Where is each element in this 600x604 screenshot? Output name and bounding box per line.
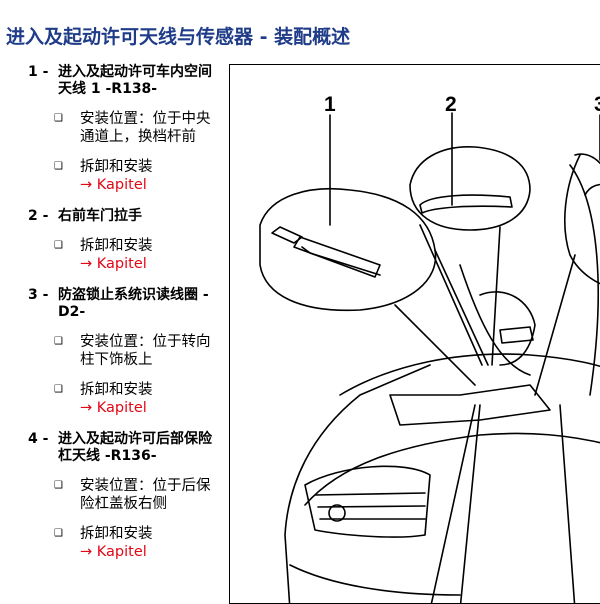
assembly-figure: 1 2 3 xyxy=(229,64,600,604)
seat-outline xyxy=(459,264,531,376)
item-number: 3 - xyxy=(28,287,49,303)
sub-item-text: 拆卸和安装 xyxy=(80,159,153,175)
detail-circle-reader-coil xyxy=(564,154,600,285)
square-bullet-icon: ❑ xyxy=(54,113,63,124)
item-title: 防盗锁止系统识读线圈 -D2- xyxy=(58,287,209,320)
square-bullet-icon: ❑ xyxy=(54,240,63,251)
car-roof-line xyxy=(339,353,600,396)
item-number: 1 - xyxy=(28,64,49,80)
kapitel-link[interactable]: → Kapitel xyxy=(80,256,147,272)
front-grille xyxy=(304,465,431,538)
square-bullet-icon: ❑ xyxy=(54,336,63,347)
sub-item-text: 安装位置：位于转向柱下饰板上 xyxy=(80,334,211,368)
list-item: 3 - 防盗锁止系统识读线圈 -D2- ❑ 安装位置：位于转向柱下饰板上 ❑ 拆… xyxy=(28,287,223,417)
sub-item: ❑ 拆卸和安装 → Kapitel xyxy=(28,158,223,194)
list-item: 1 - 进入及起动许可车内空间天线 1 -R138- ❑ 安装位置：位于中央通道… xyxy=(28,64,223,194)
sub-item: ❑ 拆卸和安装 → Kapitel xyxy=(28,237,223,273)
callout-number-1: 1 xyxy=(324,93,336,116)
page-title: 进入及起动许可天线与传感器 - 装配概述 xyxy=(6,26,351,48)
kapitel-link[interactable]: → Kapitel xyxy=(80,400,147,416)
sub-item: ❑ 拆卸和安装 → Kapitel xyxy=(28,381,223,417)
item-title: 右前车门拉手 xyxy=(58,208,142,224)
square-bullet-icon: ❑ xyxy=(54,161,63,172)
dashboard xyxy=(389,384,551,426)
component-list: 1 - 进入及起动许可车内空间天线 1 -R138- ❑ 安装位置：位于中央通道… xyxy=(28,64,223,575)
sub-item: ❑ 安装位置：位于后保险杠盖板右侧 xyxy=(28,477,223,513)
car-hood-line xyxy=(304,432,600,506)
sub-item: ❑ 拆卸和安装 → Kapitel xyxy=(28,525,223,561)
sub-item-text: 安装位置：位于后保险杠盖板右侧 xyxy=(80,478,211,512)
callout-number-2: 2 xyxy=(445,93,457,116)
sub-item-text: 安装位置：位于中央通道上，换档杆前 xyxy=(80,111,211,145)
square-bullet-icon: ❑ xyxy=(54,480,63,491)
item-title: 进入及起动许可后部保险杠天线 -R136- xyxy=(58,431,212,464)
detail-circle-antenna xyxy=(259,187,437,312)
car-left-outline xyxy=(284,364,431,603)
detail-circle-door-handle xyxy=(409,146,531,231)
kapitel-link[interactable]: → Kapitel xyxy=(80,544,147,560)
assembly-illustration: 1 2 3 xyxy=(259,93,600,603)
list-item: 4 - 进入及起动许可后部保险杠天线 -R136- ❑ 安装位置：位于后保险杠盖… xyxy=(28,431,223,561)
callout-number-3: 3 xyxy=(594,93,600,116)
item-number: 2 - xyxy=(28,208,49,224)
sub-item-text: 拆卸和安装 xyxy=(80,382,153,398)
seat-back xyxy=(479,291,536,366)
sub-item-text: 拆卸和安装 xyxy=(80,238,153,254)
steering-column xyxy=(569,164,599,396)
sub-item: ❑ 安装位置：位于转向柱下饰板上 xyxy=(28,333,223,369)
brand-emblem xyxy=(328,504,346,522)
kapitel-link[interactable]: → Kapitel xyxy=(80,177,147,193)
square-bullet-icon: ❑ xyxy=(54,528,63,539)
list-item: 2 - 右前车门拉手 ❑ 拆卸和安装 → Kapitel xyxy=(28,208,223,273)
item-title: 进入及起动许可车内空间天线 1 -R138- xyxy=(58,64,212,97)
square-bullet-icon: ❑ xyxy=(54,384,63,395)
item-number: 4 - xyxy=(28,431,49,447)
door-handle-part xyxy=(419,194,513,214)
interior-antenna-part xyxy=(293,236,381,278)
rear-view-mirror xyxy=(499,326,534,344)
sub-item: ❑ 安装位置：位于中央通道上，换档杆前 xyxy=(28,110,223,146)
sub-item-text: 拆卸和安装 xyxy=(80,526,153,542)
